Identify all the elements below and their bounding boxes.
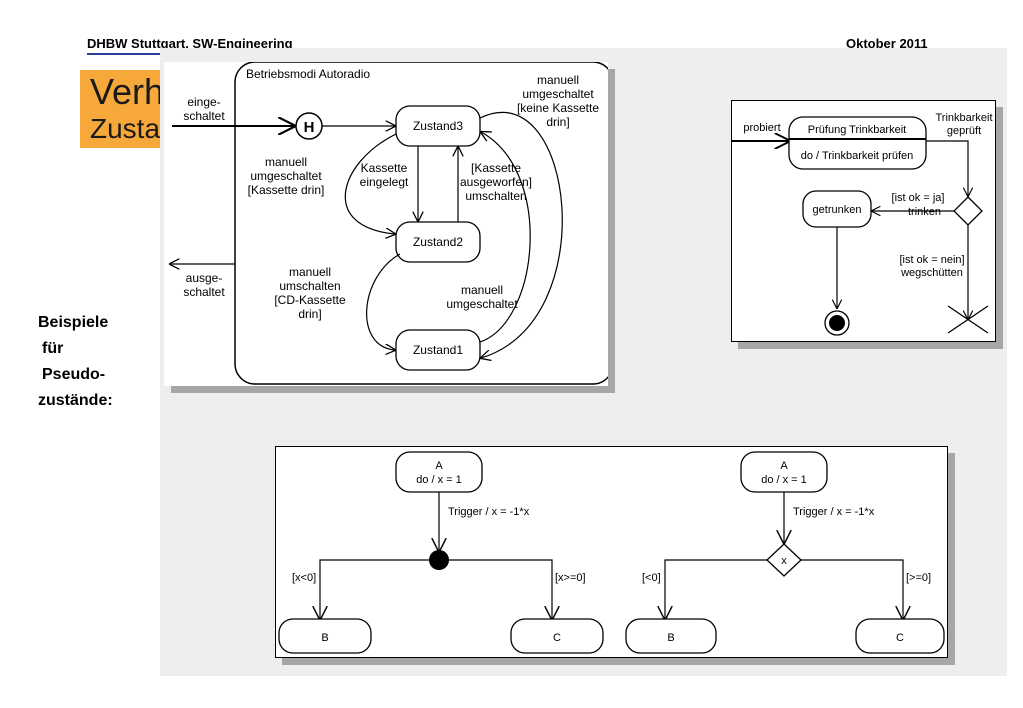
t-manual-right-2: umgeschaltet bbox=[446, 297, 518, 311]
t-manual-top-3: [keine Kassette bbox=[517, 101, 599, 115]
right-c-label: C bbox=[896, 632, 904, 644]
t-inserted-2: eingelegt bbox=[360, 175, 409, 189]
choice-var: x bbox=[781, 555, 787, 567]
flow-final-b bbox=[947, 305, 989, 334]
right-state-b bbox=[625, 618, 717, 654]
choice-node bbox=[766, 543, 802, 577]
exit-label-1: ausge- bbox=[186, 271, 223, 285]
t-manual-left bbox=[344, 133, 396, 234]
t-cd-3: [CD-Kassette bbox=[274, 293, 346, 307]
left-b-label: B bbox=[321, 632, 328, 644]
right-guard-right-transition bbox=[801, 559, 903, 619]
left-guard-left-transition bbox=[320, 559, 429, 619]
sidebar-text-1: Beispiele bbox=[38, 314, 109, 331]
junction-choice-svg: A do / x = 1 Trigger / x = -1*x [x<0] [x… bbox=[278, 451, 945, 654]
right-trigger: Trigger / x = -1*x bbox=[793, 506, 875, 518]
t-inserted-1: Kassette bbox=[361, 161, 408, 175]
state2-box bbox=[395, 221, 481, 263]
t-manual-left-3: [Kassette drin] bbox=[248, 183, 325, 197]
header-course: DHBW Stuttgart, SW-Engineering bbox=[87, 36, 293, 51]
sidebar-text-4: zustände: bbox=[38, 392, 113, 409]
left-guard-left: [x<0] bbox=[292, 572, 316, 584]
region-title: Betriebsmodi Autoradio bbox=[246, 67, 370, 81]
guard-no-1: [ist ok = nein] bbox=[899, 254, 964, 266]
right-state-c bbox=[855, 618, 945, 654]
entry-label-1: einge- bbox=[187, 95, 220, 109]
junction-node bbox=[429, 550, 449, 570]
probiert-label: probiert bbox=[743, 122, 780, 134]
t-ejected-2: ausgeworfen] bbox=[460, 175, 532, 189]
t-cd-2: umschalten bbox=[279, 279, 340, 293]
left-trigger: Trigger / x = -1*x bbox=[448, 506, 530, 518]
t-manual-left-2: umgeschaltet bbox=[250, 169, 322, 183]
right-a-activity: do / x = 1 bbox=[761, 474, 807, 486]
left-a-activity: do / x = 1 bbox=[416, 474, 462, 486]
to-decision bbox=[926, 140, 968, 196]
t-cd-4: drin] bbox=[298, 307, 321, 321]
header-date: Oktober 2011 bbox=[846, 36, 928, 51]
state3-box bbox=[395, 105, 481, 147]
state1-label: Zustand1 bbox=[413, 343, 463, 357]
left-state-b bbox=[278, 618, 372, 654]
sidebar-text-3: Pseudo- bbox=[42, 366, 106, 383]
t-manual-top-4: drin] bbox=[546, 115, 569, 129]
guard-yes-1: [ist ok = ja] bbox=[892, 192, 945, 204]
t-ejected-1: [Kassette bbox=[471, 161, 521, 175]
guard-no-2: wegschütten bbox=[900, 267, 963, 279]
right-a-name: A bbox=[780, 460, 788, 472]
right-b-label: B bbox=[667, 632, 674, 644]
decision-node bbox=[953, 196, 983, 226]
pruefung-activity: do / Trinkbarkeit prüfen bbox=[801, 150, 914, 162]
final-state-inner bbox=[829, 315, 845, 331]
autoradio-svg: Betriebsmodi Autoradio einge- schaltet H… bbox=[164, 61, 614, 385]
right-guard-left-transition bbox=[665, 559, 767, 619]
slide-title-line-1: Verh bbox=[90, 71, 165, 112]
right-state-a bbox=[740, 451, 828, 493]
t-ejected-3: umschalten bbox=[465, 189, 526, 203]
junction-choice-diagram: A do / x = 1 Trigger / x = -1*x [x<0] [x… bbox=[275, 446, 948, 658]
t-manual-right-1: manuell bbox=[461, 283, 503, 297]
state3-label: Zustand3 bbox=[413, 119, 463, 133]
trinkbarkeit-diagram: probiert Prüfung Trinkbarkeit do / Trink… bbox=[731, 100, 996, 342]
autoradio-diagram: Betriebsmodi Autoradio einge- schaltet H… bbox=[164, 61, 614, 386]
right-guard-right: [>=0] bbox=[906, 572, 931, 584]
left-guard-right-transition bbox=[449, 559, 552, 619]
slide-title-line-2: Zusta bbox=[90, 113, 161, 144]
t-manual-top-1: manuell bbox=[537, 73, 579, 87]
t-manual-top-2: umgeschaltet bbox=[522, 87, 594, 101]
out-label-2: geprüft bbox=[947, 125, 981, 137]
pruefung-state bbox=[788, 116, 927, 170]
state2-label: Zustand2 bbox=[413, 235, 463, 249]
right-guard-left: [<0] bbox=[642, 572, 661, 584]
t-manual-right bbox=[480, 132, 531, 343]
t-manual-top bbox=[480, 111, 563, 358]
left-a-name: A bbox=[435, 460, 443, 472]
t-manual-left-1: manuell bbox=[265, 155, 307, 169]
pruefung-name: Prüfung Trinkbarkeit bbox=[808, 124, 906, 136]
left-c-label: C bbox=[553, 632, 561, 644]
left-guard-right: [x>=0] bbox=[555, 572, 586, 584]
history-label: H bbox=[304, 119, 315, 136]
trinkbarkeit-svg: probiert Prüfung Trinkbarkeit do / Trink… bbox=[732, 112, 993, 336]
left-state-c bbox=[510, 618, 604, 654]
exit-label-2: schaltet bbox=[183, 285, 225, 299]
t-cd bbox=[366, 253, 401, 350]
t-cd-1: manuell bbox=[289, 265, 331, 279]
entry-label-2: schaltet bbox=[183, 109, 225, 123]
left-state-a bbox=[395, 451, 483, 493]
sidebar-text-2: für bbox=[42, 340, 64, 357]
out-label-1: Trinkbarkeit bbox=[935, 112, 992, 124]
getrunken-label: getrunken bbox=[813, 204, 862, 216]
guard-yes-2: trinken bbox=[908, 206, 941, 218]
